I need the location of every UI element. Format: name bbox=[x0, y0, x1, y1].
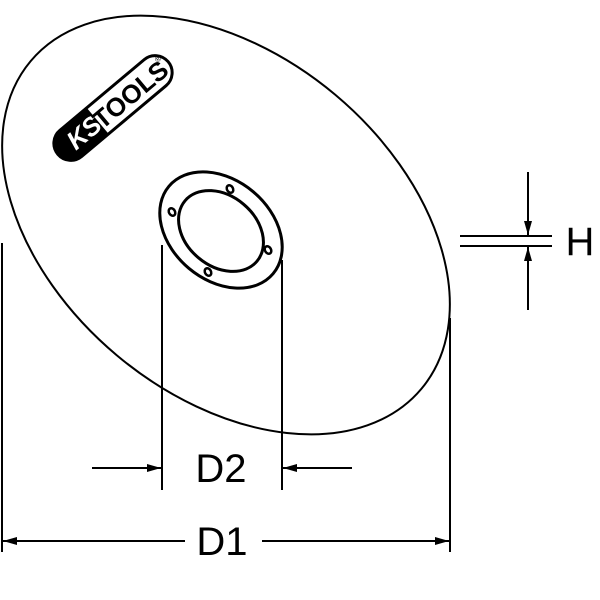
hub-outer bbox=[158, 170, 284, 290]
label-h: H bbox=[566, 220, 595, 264]
disc-outline bbox=[1, 14, 451, 436]
hole bbox=[167, 206, 177, 218]
ks-tools-logo: KS TOOLS ® bbox=[52, 54, 175, 162]
logo-registered-mark: ® bbox=[153, 54, 163, 65]
hole bbox=[225, 183, 235, 195]
hole bbox=[263, 244, 273, 256]
hub-inner bbox=[177, 189, 265, 273]
logo-tools: TOOLS bbox=[87, 54, 175, 134]
label-d1: D1 bbox=[196, 520, 247, 564]
hole bbox=[203, 266, 213, 278]
label-d2: D2 bbox=[195, 447, 246, 491]
